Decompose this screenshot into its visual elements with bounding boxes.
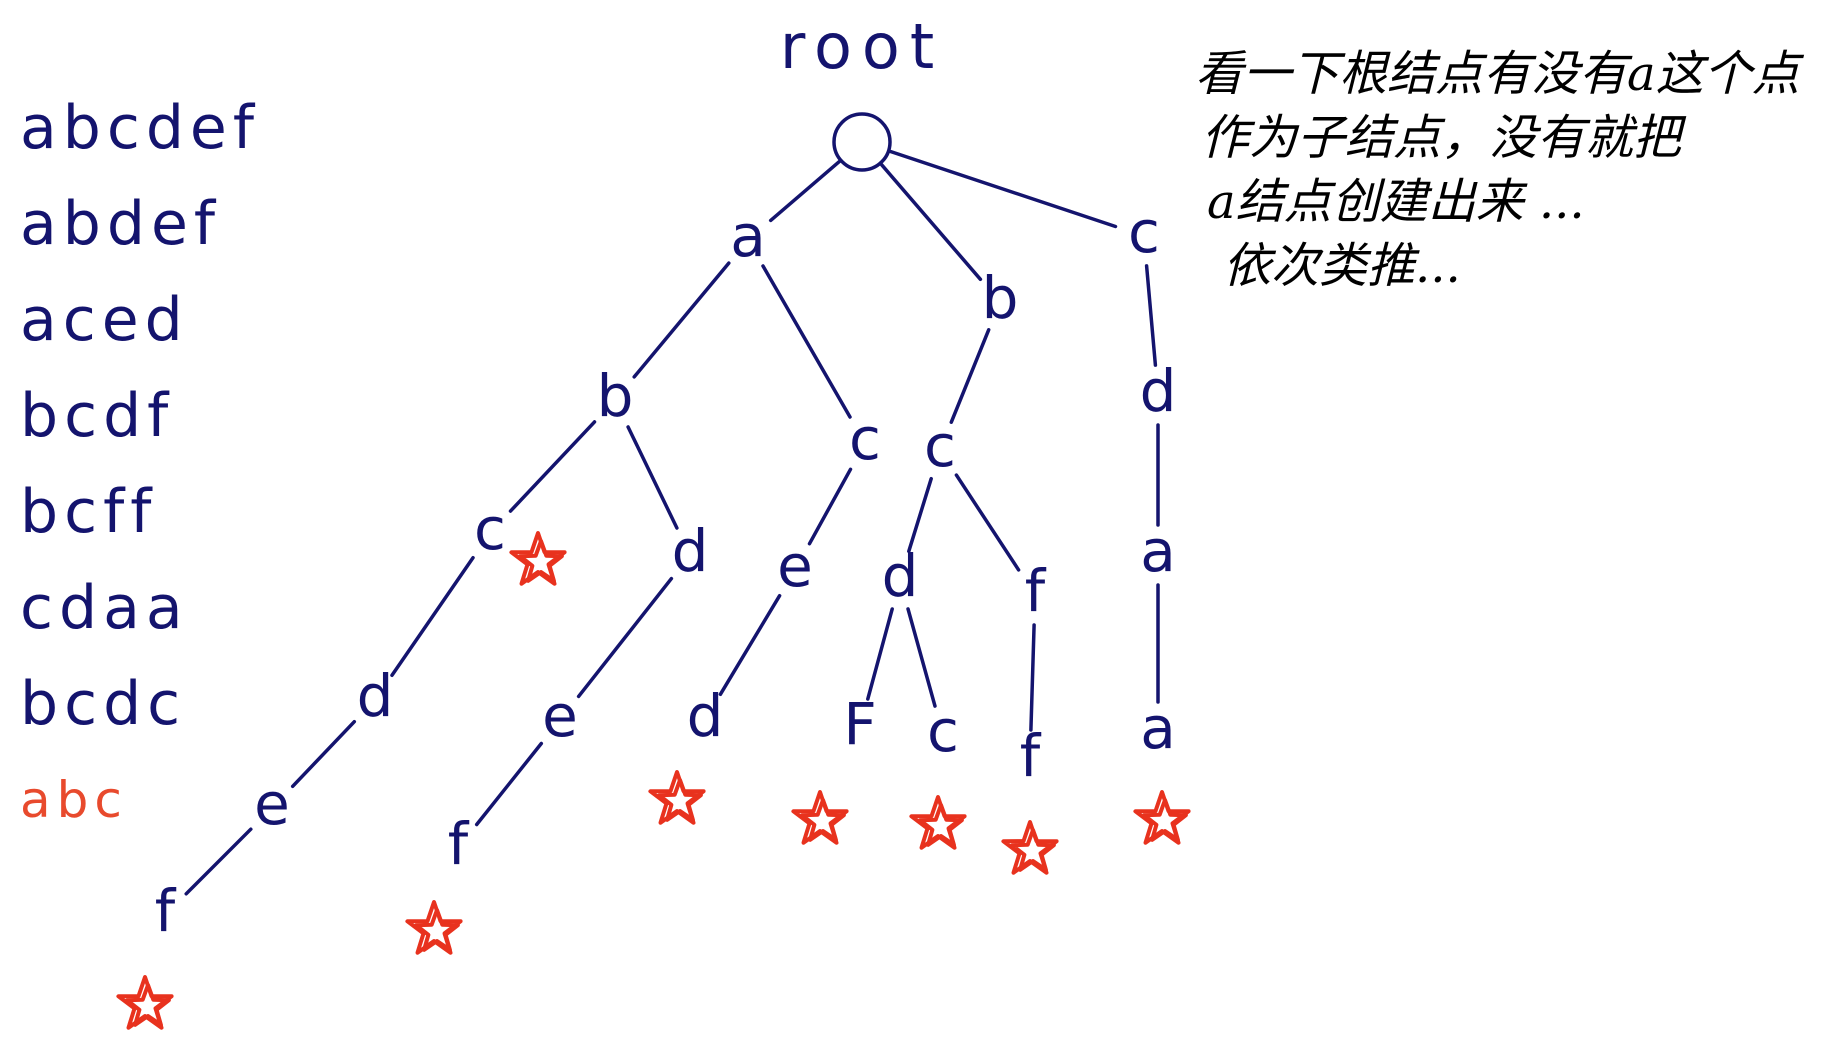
tree-edge bbox=[1029, 623, 1036, 732]
note-line: 看一下根结点有没有a这个点 bbox=[1195, 46, 1800, 102]
word-item: cdaa bbox=[20, 573, 189, 643]
trie-node-ac: c bbox=[849, 405, 881, 473]
tree-edge bbox=[888, 149, 1118, 229]
trie-node-bcdf: F bbox=[843, 690, 876, 758]
end-star-icon-stroke bbox=[657, 778, 703, 822]
note-line: a结点创建出来 ... bbox=[1207, 174, 1585, 230]
trie-node-cd: d bbox=[1140, 357, 1177, 425]
trie-node-abde: e bbox=[542, 682, 578, 750]
tree-edge bbox=[390, 555, 475, 678]
trie-node-bcd: d bbox=[882, 542, 919, 610]
end-markers bbox=[116, 531, 1191, 1030]
trie-node-a: a bbox=[730, 202, 766, 270]
tree-edge bbox=[768, 159, 842, 223]
end-star-icon-stroke bbox=[800, 798, 846, 842]
tree-edge bbox=[1144, 264, 1158, 367]
word-list: abcdef abdef aced bcdf bcff cdaa bcdc ab… bbox=[20, 80, 280, 848]
trie-node-abdef: f bbox=[448, 810, 470, 878]
trie-node-abcd: d bbox=[357, 662, 394, 730]
trie-node-bc: c bbox=[924, 412, 956, 480]
end-star-icon-stroke bbox=[1010, 828, 1056, 872]
word-item: abdef bbox=[20, 189, 221, 259]
trie-node-aced: d bbox=[687, 682, 724, 750]
root-node-circle bbox=[832, 112, 892, 172]
trie-node-b: b bbox=[982, 264, 1019, 332]
end-star-icon-stroke bbox=[414, 908, 460, 952]
word-item: abcdef bbox=[20, 93, 260, 163]
tree-edge bbox=[907, 476, 933, 554]
trie-node-abcdef: f bbox=[155, 877, 177, 945]
trie-node-c: c bbox=[1128, 198, 1160, 266]
trie-node-bcff: f bbox=[1020, 722, 1042, 790]
tree-edge bbox=[866, 607, 894, 701]
tree-edge bbox=[576, 576, 674, 699]
tree-edge bbox=[632, 261, 731, 379]
trie-node-abc: c bbox=[474, 495, 506, 563]
word-item: bcdf bbox=[20, 381, 175, 451]
end-star-icon-stroke bbox=[125, 983, 171, 1027]
note-line: 作为子结点，没有就把 bbox=[1201, 110, 1682, 166]
tree-edge bbox=[949, 328, 991, 424]
tree-edge bbox=[718, 593, 782, 697]
handwritten-note: 看一下根结点有没有a这个点 作为子结点，没有就把 a结点创建出来 ... 依次类… bbox=[1195, 42, 1815, 298]
trie-node-bcf: f bbox=[1025, 557, 1047, 625]
trie-node-ab: b bbox=[597, 362, 634, 430]
end-star-icon-stroke bbox=[1142, 798, 1188, 842]
tree-edge bbox=[474, 741, 544, 827]
word-item: aced bbox=[20, 285, 189, 355]
tree-edge bbox=[761, 264, 852, 419]
tree-edge bbox=[807, 467, 853, 546]
word-item-highlighted: abc bbox=[20, 771, 128, 829]
trie-node-cdaa: a bbox=[1140, 694, 1176, 762]
tree-edge bbox=[954, 473, 1021, 572]
tree-edge bbox=[626, 425, 679, 530]
trie-edges bbox=[184, 149, 1160, 896]
end-star-icon-stroke bbox=[518, 539, 564, 583]
tree-edge bbox=[290, 719, 357, 789]
note-line: 依次类推... bbox=[1223, 238, 1461, 294]
trie-node-cda: a bbox=[1140, 517, 1176, 585]
tree-edge bbox=[879, 162, 983, 282]
trie-node-bcdc: c bbox=[927, 697, 959, 765]
tree-edge bbox=[184, 827, 253, 896]
trie-node-abd: d bbox=[672, 517, 709, 585]
word-item: bcdc bbox=[20, 669, 187, 739]
end-star-icon-stroke bbox=[918, 803, 964, 847]
tree-edge bbox=[906, 607, 937, 708]
root-label: root bbox=[780, 10, 944, 83]
trie-node-abcde: e bbox=[254, 770, 290, 838]
word-item: bcff bbox=[20, 477, 158, 547]
trie-node-ace: e bbox=[777, 532, 813, 600]
tree-edge bbox=[508, 420, 597, 513]
